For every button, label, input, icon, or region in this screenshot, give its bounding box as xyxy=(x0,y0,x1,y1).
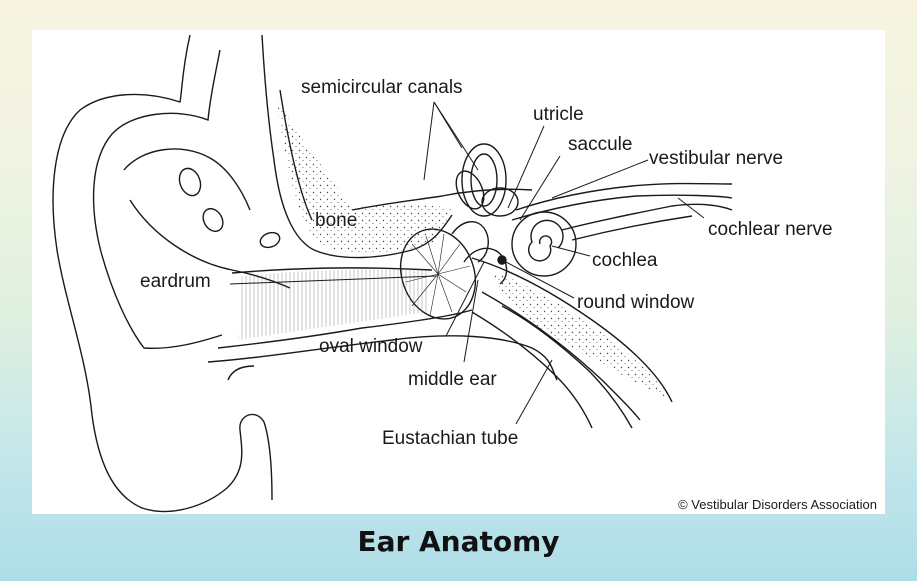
outer-ear-outline xyxy=(52,34,273,513)
label-saccule: saccule xyxy=(568,134,632,155)
label-bone: bone xyxy=(315,210,357,231)
ear-canal-bottom xyxy=(217,309,473,349)
eustachian-tube xyxy=(471,311,593,429)
bone-outline xyxy=(261,34,453,259)
antihelix xyxy=(123,148,251,211)
label-semicircular-canals: semicircular canals xyxy=(301,77,463,98)
label-utricle: utricle xyxy=(533,104,584,125)
round-window xyxy=(497,255,507,265)
ear-canal-top xyxy=(231,267,433,274)
label-eardrum: eardrum xyxy=(140,271,211,292)
semicircular-canal-3 xyxy=(481,187,519,217)
copyright-notice: © Vestibular Disorders Association xyxy=(678,497,877,512)
ear-anatomy-diagram: semicircular canals utricle saccule vest… xyxy=(52,34,833,513)
label-oval-window: oval window xyxy=(319,336,423,357)
diagram-panel: semicircular canals utricle saccule vest… xyxy=(32,30,885,514)
semicircular-canal-1 xyxy=(461,143,507,217)
label-vestibular-nerve: vestibular nerve xyxy=(649,148,783,169)
vestibular-nerve xyxy=(515,182,733,211)
label-cochlear-nerve: cochlear nerve xyxy=(708,219,833,240)
label-cochlea: cochlea xyxy=(592,250,658,271)
cochlear-nerve xyxy=(561,203,733,231)
label-round-window: round window xyxy=(577,292,695,313)
inner-ear-fold xyxy=(92,49,223,350)
cochlea-outer xyxy=(511,211,577,277)
caption-title: Ear Anatomy xyxy=(357,525,560,558)
cochlea-spiral xyxy=(528,219,564,262)
label-eustachian-tube: Eustachian tube xyxy=(382,428,518,449)
label-middle-ear: middle ear xyxy=(408,369,497,390)
semicircular-canal-2 xyxy=(455,170,485,210)
